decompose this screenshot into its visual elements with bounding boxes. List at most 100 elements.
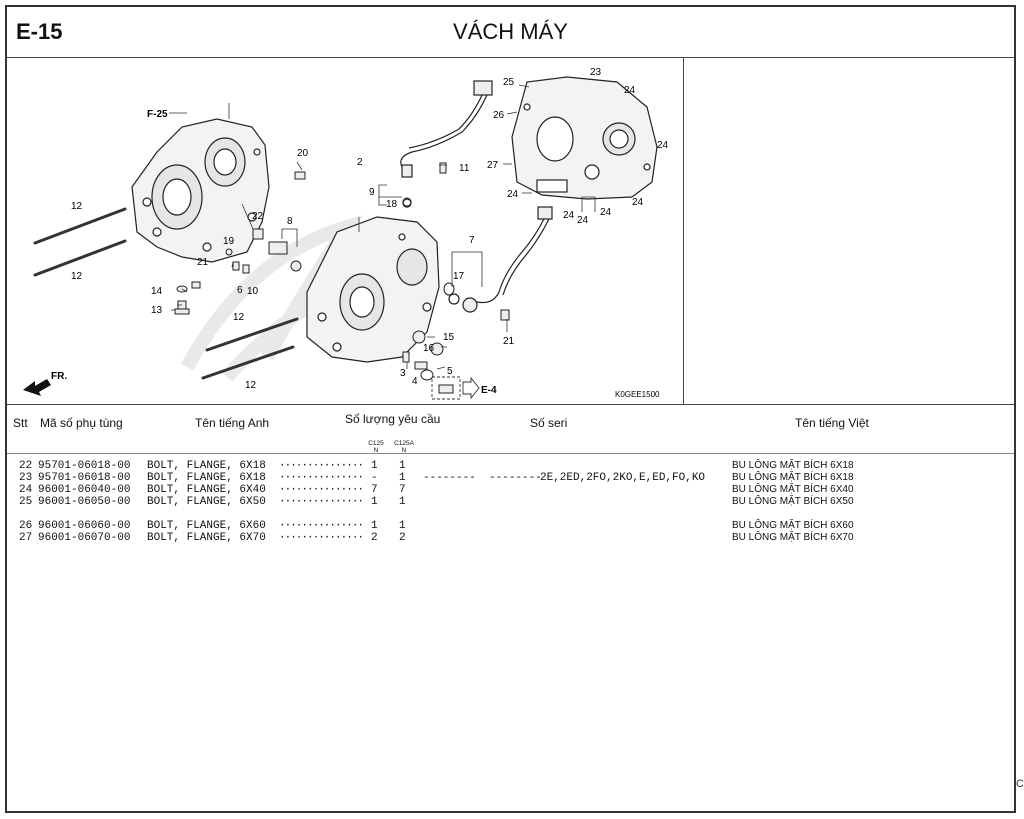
- row-stt: 27: [19, 532, 33, 544]
- callout-19: 19: [223, 236, 235, 247]
- sensor-wire-9-drawing: [400, 80, 493, 208]
- row-en-name: BOLT, FLANGE, 6X50: [147, 496, 266, 508]
- row-qty-c125: 7: [371, 484, 378, 496]
- callout-12: 12: [71, 201, 83, 212]
- row-dot-leader: ···············: [279, 484, 364, 496]
- callout-15: 15: [443, 332, 455, 343]
- row-part-no: 95701-06018-00: [38, 460, 131, 472]
- edge-mark: C: [1016, 778, 1024, 790]
- callout-27: 27: [487, 160, 499, 171]
- col-vn-name: Tên tiếng Việt: [795, 416, 869, 430]
- callout-24: 24: [563, 210, 575, 221]
- row-stt: 26: [19, 520, 33, 532]
- col-qty: Số lượng yêu cầu: [345, 412, 441, 426]
- qty-sub-c125a-model: C125A: [394, 440, 414, 447]
- callout-24: 24: [600, 207, 612, 218]
- row-en-name: BOLT, FLANGE, 6X40: [147, 484, 266, 496]
- row-en-name: BOLT, FLANGE, 6X60: [147, 520, 266, 532]
- ref-e4: E-4: [481, 385, 497, 396]
- row-serial: 2E,2ED,2FO,2KO,E,ED,FO,KO: [540, 472, 706, 484]
- row-qty-c125: 2: [371, 532, 378, 544]
- row-qty-c125a: 1: [399, 460, 406, 472]
- ref-f25: F-25: [147, 109, 168, 120]
- section-code: E-15: [16, 19, 63, 44]
- row-qty-c125: 1: [371, 460, 378, 472]
- qty-sub-c125-model: C125: [368, 440, 384, 447]
- row-stt: 23: [19, 472, 33, 484]
- page-header: E-15 VÁCH MÁY: [7, 7, 1014, 58]
- row-vn-name: BU LÔNG MẶT BÍCH 6X50: [732, 496, 854, 507]
- callout-numbers: 1234567891011121212121314151617181920212…: [7, 0, 669, 391]
- callout-24: 24: [577, 215, 589, 226]
- row-dot-leader: ···············: [279, 496, 364, 508]
- callout-4: 4: [412, 376, 418, 387]
- row-part-no: 96001-06060-00: [38, 520, 131, 532]
- diagram-ref-code: K0GEE1500: [615, 390, 660, 399]
- col-serial: Số seri: [530, 416, 568, 430]
- callout-23: 23: [590, 67, 602, 78]
- diagram-drawing: FR. F-25 E-4 K0GEE1500 12345678910111212…: [7, 0, 669, 400]
- stud-bolts-drawing: [33, 207, 299, 380]
- callout-7: 7: [469, 235, 475, 246]
- row-vn-name: BU LÔNG MẶT BÍCH 6X40: [732, 484, 854, 495]
- row-en-name: BOLT, FLANGE, 6X18: [147, 472, 266, 484]
- parts-sheet: E-15 VÁCH MÁY: [5, 0, 1016, 813]
- exploded-diagram: FR. F-25 E-4 K0GEE1500 12345678910111212…: [7, 0, 684, 404]
- callout-6: 6: [237, 285, 243, 296]
- row-qty-c125a: 2: [399, 532, 406, 544]
- row-qty-c125: 1: [371, 496, 378, 508]
- front-arrow: [23, 379, 51, 396]
- table-row: 23 95701-06018-00 BOLT, FLANGE, 6X18 - 1 2E,2…: [7, 472, 1014, 484]
- row-dot-leader: ···············: [279, 532, 364, 544]
- callout-9: 9: [369, 187, 375, 198]
- callout-12: 12: [233, 312, 245, 323]
- row-dot-leader: ···············: [279, 520, 364, 532]
- col-en-name: Tên tiếng Anh: [195, 416, 270, 430]
- callout-24: 24: [507, 189, 519, 200]
- row-qty-c125: 1: [371, 520, 378, 532]
- blank-side-panel: [684, 57, 1014, 404]
- small-parts-drawing: [174, 162, 510, 394]
- callout-24: 24: [632, 197, 644, 208]
- row-dot-leader: ···············: [279, 460, 364, 472]
- row-vn-name: BU LÔNG MẶT BÍCH 6X18: [732, 460, 854, 471]
- row-qty-c125a: 1: [399, 472, 406, 484]
- qty-sub-c125: C125 N: [367, 440, 385, 454]
- row-qty-c125: -: [371, 472, 378, 484]
- row-part-no: 95701-06018-00: [38, 472, 131, 484]
- callout-5: 5: [447, 366, 453, 377]
- callout-14: 14: [151, 286, 163, 297]
- callout-16: 16: [423, 343, 435, 354]
- row-qty-c125a: 1: [399, 496, 406, 508]
- callout-3: 3: [400, 368, 406, 379]
- callout-21: 21: [197, 257, 209, 268]
- row-serial-leader: -------- --------: [423, 472, 542, 484]
- callout-20: 20: [297, 148, 309, 159]
- callout-26: 26: [493, 110, 505, 121]
- e4-reference-box: [431, 376, 480, 400]
- row-qty-c125a: 7: [399, 484, 406, 496]
- callout-11: 11: [459, 163, 470, 174]
- right-cover-drawing: [511, 76, 658, 200]
- callout-24: 24: [657, 140, 669, 151]
- callout-25: 25: [503, 77, 515, 88]
- col-part-no: Mã số phụ tùng: [40, 416, 123, 430]
- row-part-no: 96001-06040-00: [38, 484, 131, 496]
- row-dot-leader: ···············: [279, 472, 364, 484]
- row-vn-name: BU LÔNG MẶT BÍCH 6X60: [732, 520, 854, 531]
- callout-13: 13: [151, 305, 163, 316]
- front-label: FR.: [51, 371, 67, 382]
- callout-18: 18: [386, 199, 398, 210]
- qty-sub-c125-variant: N: [373, 447, 379, 454]
- table-header: Stt Mã số phụ tùng Tên tiếng Anh Số lượn…: [7, 404, 1014, 454]
- left-crankcase-drawing: [131, 118, 270, 263]
- callout-12: 12: [245, 380, 257, 391]
- qty-sub-c125a-variant: N: [401, 447, 407, 454]
- row-vn-name: BU LÔNG MẶT BÍCH 6X70: [732, 532, 854, 543]
- callout-21: 21: [503, 336, 515, 347]
- leader-lines: [169, 84, 596, 370]
- callout-17: 17: [453, 271, 465, 282]
